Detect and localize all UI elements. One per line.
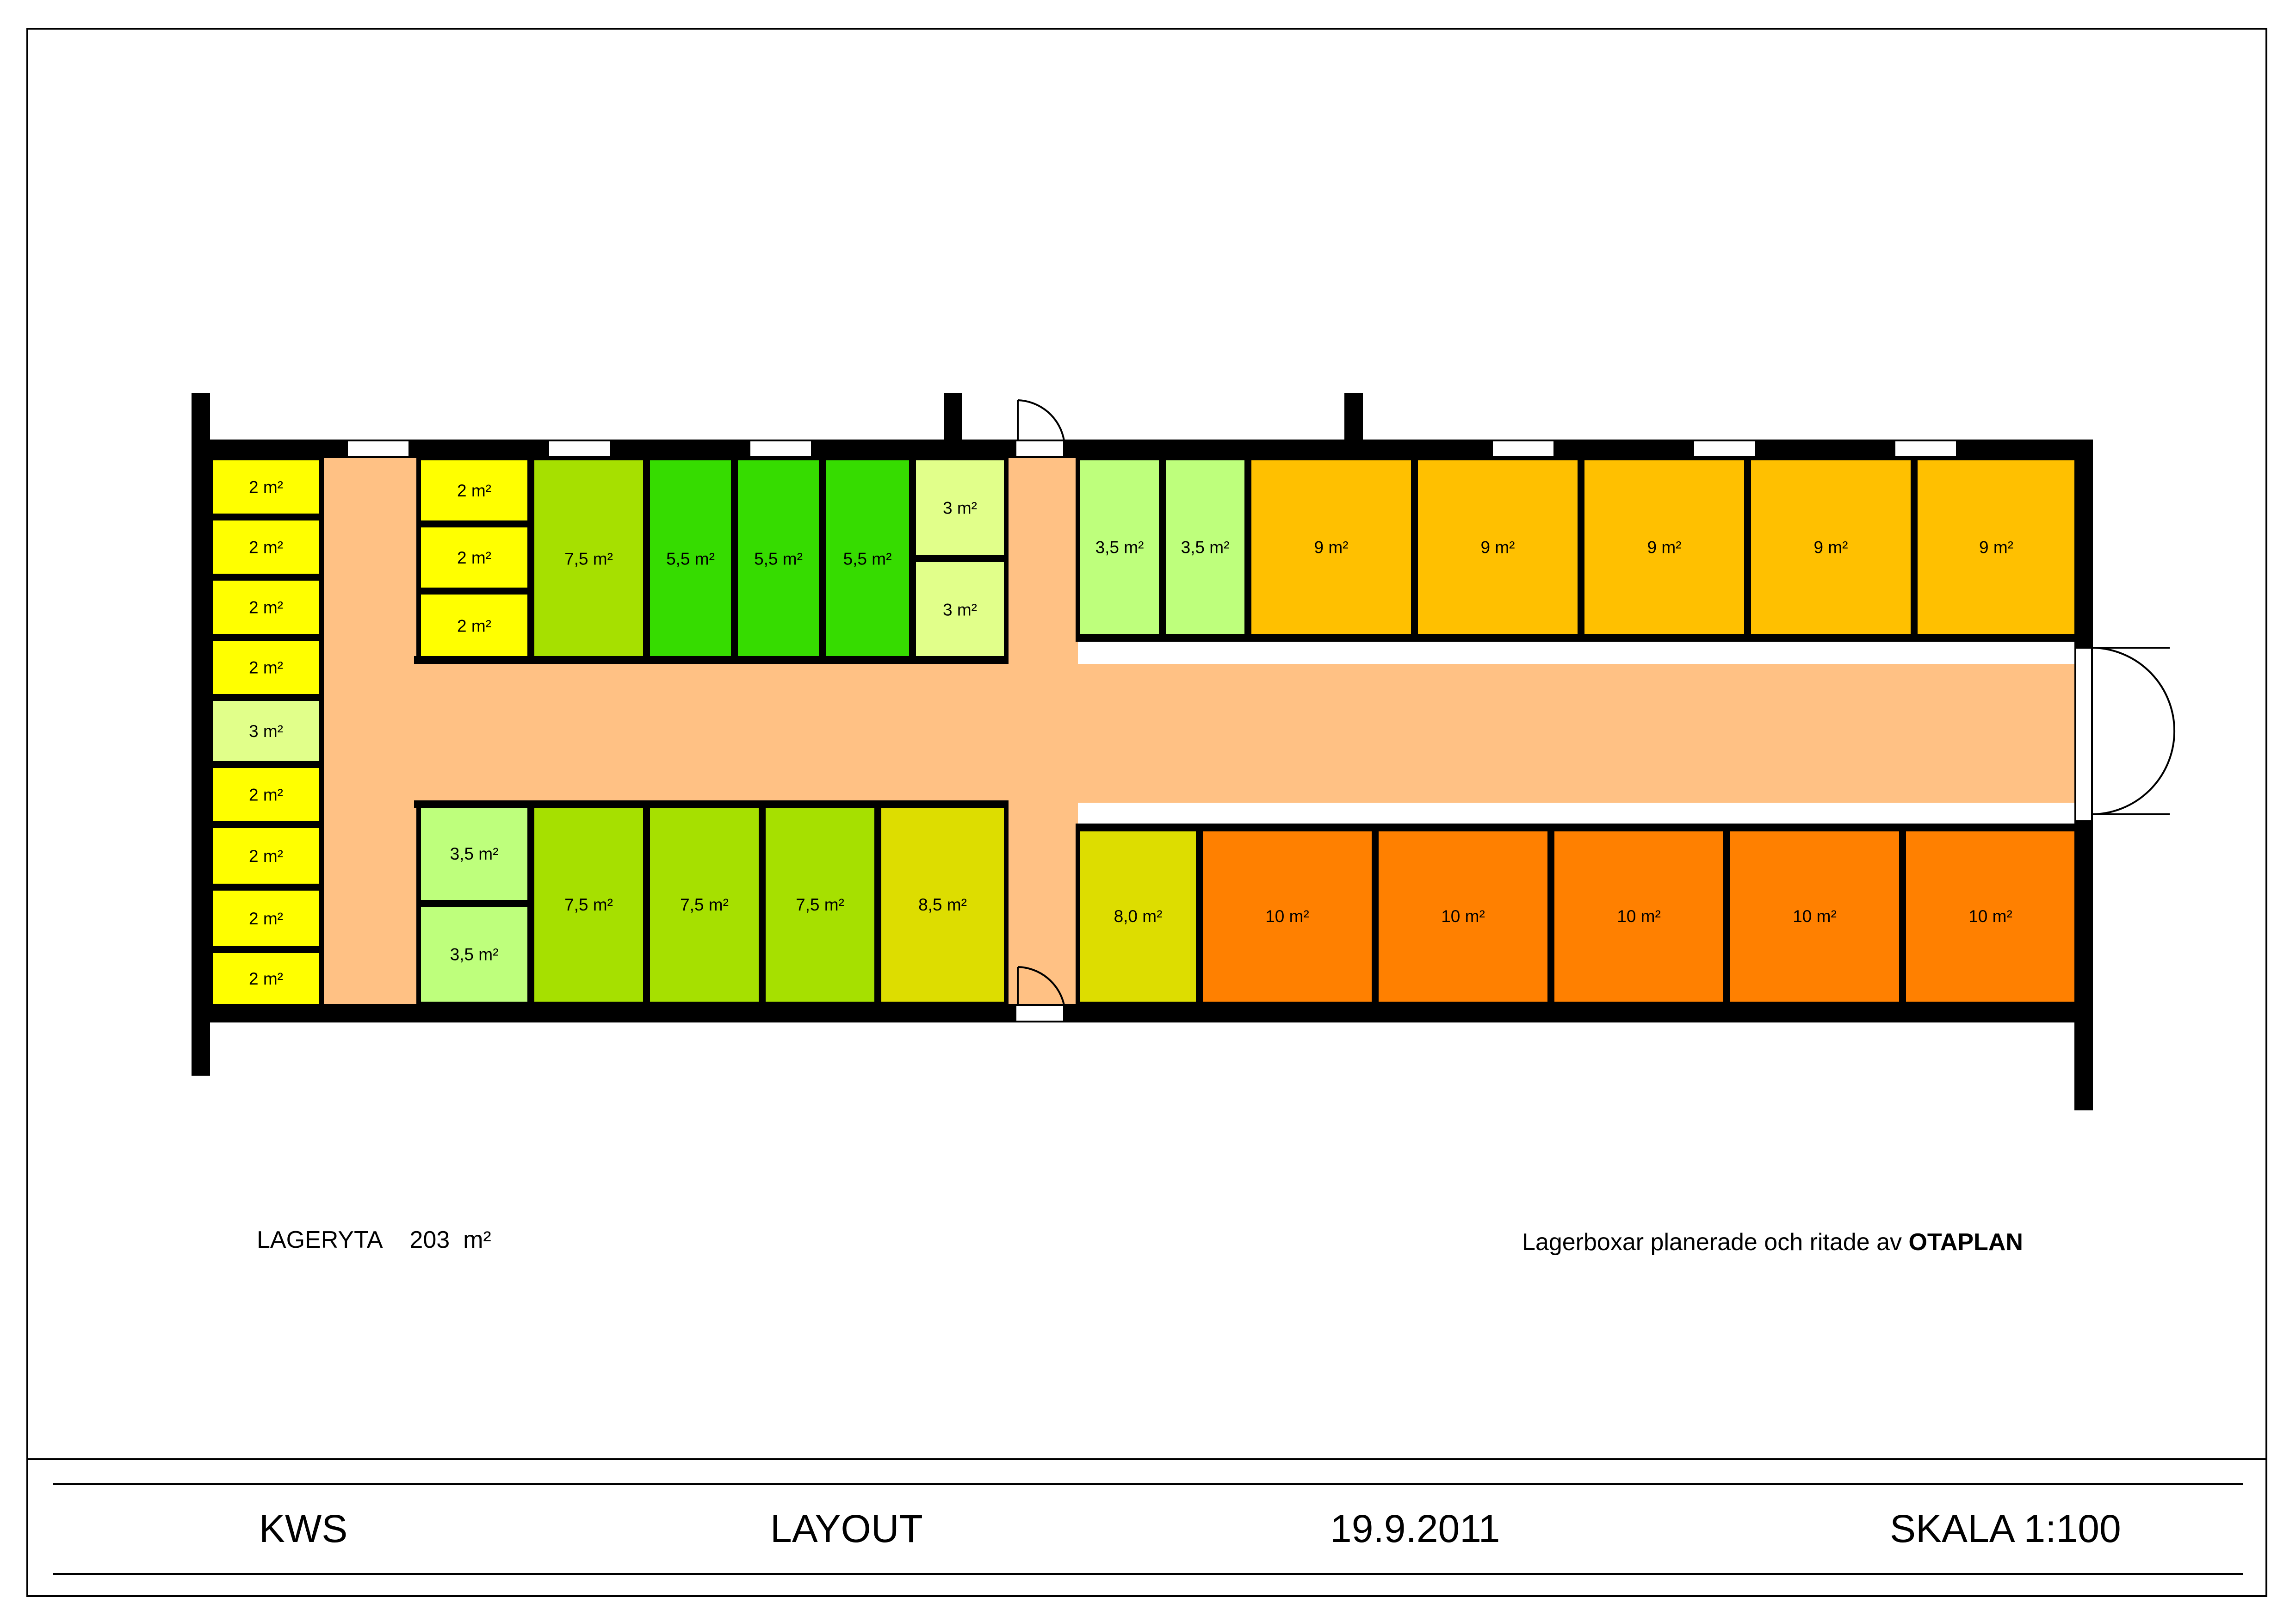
box-area-label: 2 m² (249, 909, 283, 928)
title-client: KWS (259, 1507, 348, 1550)
drawing-frame (26, 28, 2267, 1597)
area-value: 203 (409, 1227, 450, 1253)
box-area-label: 10 m² (1617, 907, 1661, 926)
title-divider (26, 1458, 2267, 1460)
corridor (324, 458, 2082, 1004)
doors (1015, 399, 2176, 1022)
box-area-label: 2 m² (249, 538, 283, 557)
credit-note: Lagerboxar planerade och ritade av OTAPL… (1522, 1228, 2023, 1256)
box-area-label: 10 m² (1793, 907, 1837, 926)
box-area-label: 9 m² (1647, 538, 1682, 557)
box-area-label: 2 m² (457, 481, 491, 500)
box-area-label: 2 m² (249, 598, 283, 617)
box-area-label: 2 m² (249, 478, 283, 497)
storage-box-lower-east-6 (1901, 826, 2079, 1006)
storage-box-upper-east-4 (1413, 456, 1582, 638)
box-area-label: 5,5 m² (666, 550, 715, 569)
box-area-label: 9 m² (1814, 538, 1848, 557)
box-area-label: 2 m² (249, 658, 283, 677)
area-label: LAGERYTA (257, 1227, 383, 1253)
box-area-label: 3,5 m² (450, 844, 499, 863)
storage-boxes: 2 m² 2 m² 2 m² 2 m² 3 m² 2 m² 2 m² 2 m² 2 m² 2 m²… (208, 456, 2079, 1009)
storage-box-left-column-1 (208, 456, 324, 518)
box-area-label: 2 m² (249, 847, 283, 866)
area-unit: m² (463, 1227, 491, 1253)
box-area-label: 2 m² (457, 617, 491, 636)
box-area-label: 3,5 m² (1181, 538, 1230, 557)
box-area-label: 5,5 m² (843, 550, 892, 569)
storage-box-lower-east-2 (1198, 826, 1376, 1006)
storage-box-lower-east-4 (1550, 826, 1728, 1006)
box-area-label: 2 m² (249, 969, 283, 988)
box-area-label: 3,5 m² (450, 945, 499, 964)
box-area-label: 3 m² (249, 722, 283, 741)
storage-box-lower-east-1 (1076, 826, 1201, 1006)
storage-box-left-column-3 (208, 576, 324, 638)
storage-box-left-column-7 (208, 824, 324, 888)
storage-box-upper-west-1 (416, 456, 532, 525)
box-area-label: 5,5 m² (754, 550, 803, 569)
box-area-label: 7,5 m² (796, 895, 844, 914)
box-area-label: 10 m² (1265, 907, 1309, 926)
credit-brand: OTAPLAN (1908, 1229, 2023, 1256)
box-area-label: 3,5 m² (1095, 538, 1144, 557)
storage-box-lower-east-5 (1726, 826, 1904, 1006)
box-area-label: 9 m² (1481, 538, 1515, 557)
box-area-label: 9 m² (1979, 538, 2013, 557)
box-area-label: 8,5 m² (918, 895, 967, 914)
box-area-label: 8,0 m² (1114, 907, 1163, 926)
title-block (53, 1483, 2243, 1575)
credit-text: Lagerboxar planerade och ritade av (1522, 1229, 1902, 1256)
storage-box-left-column-9 (208, 948, 324, 1009)
box-area-label: 10 m² (1441, 907, 1485, 926)
storage-box-left-column-6 (208, 763, 324, 826)
box-area-label: 3 m² (943, 499, 977, 518)
box-area-label: 2 m² (249, 786, 283, 805)
box-area-label: 7,5 m² (564, 550, 613, 569)
box-area-label: 9 m² (1314, 538, 1349, 557)
storage-box-left-column-5 (208, 696, 324, 766)
walls (192, 393, 2093, 1110)
box-area-label: 2 m² (457, 548, 491, 567)
storage-area-note: LAGERYTA 203 m² (257, 1226, 491, 1254)
title-date: 19.9.2011 (1330, 1507, 1500, 1550)
storage-box-left-column-8 (208, 886, 324, 951)
box-area-label: 10 m² (1968, 907, 2012, 926)
storage-box-upper-west-2 (416, 523, 532, 592)
title-scale: SKALA 1:100 (1890, 1507, 2121, 1550)
storage-box-upper-west-7 (821, 456, 914, 662)
box-area-label: 7,5 m² (680, 895, 729, 914)
box-area-label: 7,5 m² (564, 895, 613, 914)
storage-box-upper-east-5 (1580, 456, 1749, 638)
box-area-label: 3 m² (943, 601, 977, 619)
windows (346, 440, 1958, 458)
title-drawing: LAYOUT (770, 1507, 923, 1550)
